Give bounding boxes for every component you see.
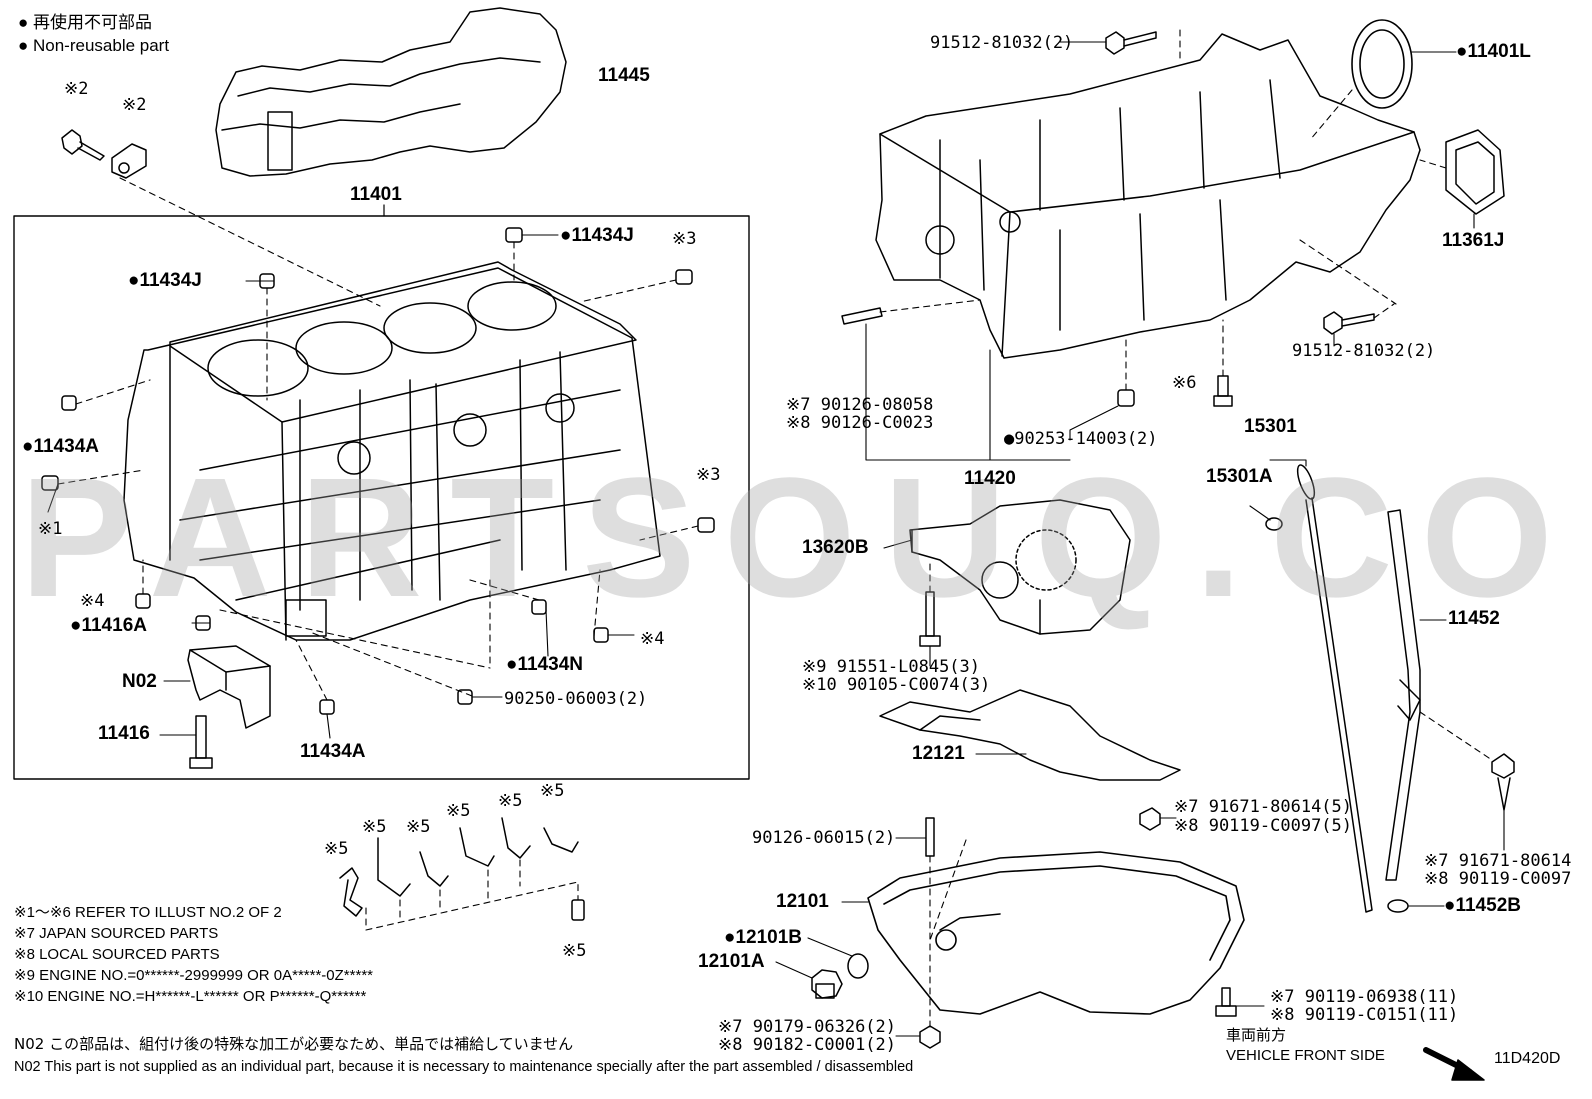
label-90119-06938[interactable]: ※7 90119-06938(11) [1270, 987, 1459, 1007]
label-91671-80614-5[interactable]: ※7 91671-80614(5) [1174, 797, 1353, 817]
note-line-4: ※9 ENGINE NO.=0******-2999999 OR 0A*****… [14, 967, 373, 984]
note-line-1: ※1～※6 REFER TO ILLUST NO.2 OF 2 [14, 904, 282, 921]
cylinder-block-insulator-11445 [215, 7, 567, 177]
label-90126-C0023[interactable]: ※8 90126-C0023 [786, 413, 934, 433]
label-90250-06003[interactable]: 90250-06003(2) [504, 689, 648, 709]
dowel-90253 [1117, 389, 1135, 407]
drain-plug-12101A [811, 969, 843, 999]
crankshaft-oil-seal-11401L [1351, 19, 1413, 109]
cylinder-block-group-box [13, 215, 750, 780]
label-90179-06326[interactable]: ※7 90179-06326(2) [718, 1017, 897, 1037]
bolt-ref6 [1213, 375, 1233, 407]
label-ref5-2: ※5 [362, 817, 387, 837]
o-ring-15301A [1265, 517, 1283, 531]
bolt-ref2 [61, 129, 105, 161]
label-ref2-spacer: ※2 [122, 95, 147, 115]
label-91551-L0845[interactable]: ※9 91551-L0845(3) [802, 657, 981, 677]
label-ref6: ※6 [1172, 373, 1197, 393]
o-ring-11452B [1387, 899, 1409, 913]
label-90253-14003[interactable]: ●90253-14003(2) [1004, 429, 1158, 449]
label-91512-81032-bottom[interactable]: 91512-81032(2) [1292, 341, 1436, 361]
label-ref5-7: ※5 [562, 941, 587, 961]
label-11434J-top[interactable]: ●11434J [560, 225, 634, 246]
label-11445[interactable]: 11445 [598, 65, 650, 86]
label-N02[interactable]: N02 [122, 671, 157, 692]
label-11434A-upper[interactable]: ●11434A [22, 436, 99, 457]
label-ref2-bolt: ※2 [64, 79, 89, 99]
stud-bolt-90126 [841, 307, 883, 325]
oil-pan-baffle-12121 [879, 689, 1181, 781]
label-13620B[interactable]: 13620B [802, 537, 869, 558]
note-N02-jp: N02 この部品は、組付け後の特殊な加工が必要なため、単品では補給していません [14, 1035, 574, 1053]
label-11416[interactable]: 11416 [98, 723, 150, 744]
gasket-11361J [1445, 129, 1505, 215]
label-11401[interactable]: 11401 [350, 184, 402, 205]
label-11420[interactable]: 11420 [964, 468, 1016, 489]
nut-90179 [919, 1025, 941, 1049]
label-90126-08058[interactable]: ※7 90126-08058 [786, 395, 934, 415]
oil-pump-bolt-91551 [919, 591, 941, 647]
vehicle-front-arrow-icon [1423, 1047, 1485, 1081]
label-11452B[interactable]: ●11452B [1444, 895, 1521, 916]
label-ref5-5: ※5 [498, 791, 523, 811]
spacer-ref2 [111, 143, 147, 179]
label-ref5-4: ※5 [446, 801, 471, 821]
oil-pan-12101 [867, 851, 1245, 1015]
pan-bolts-91512 [1105, 31, 1375, 335]
label-12101[interactable]: 12101 [776, 891, 829, 912]
bolt-91671-right [1491, 753, 1515, 811]
label-12101B[interactable]: ●12101B [724, 927, 803, 948]
drain-plug-gasket-12101B [847, 953, 869, 979]
note-line-3: ※8 LOCAL SOURCED PARTS [14, 946, 220, 963]
oil-level-gauge-15301 [1296, 464, 1373, 913]
bolt-91671-mid [1139, 807, 1161, 831]
label-ref5-1: ※5 [324, 839, 349, 859]
pan-bolt-90119 [1215, 987, 1237, 1017]
label-11434J-left[interactable]: ●11434J [128, 270, 202, 291]
label-11416A[interactable]: ●11416A [70, 615, 147, 636]
label-90119-C0097[interactable]: ※8 90119-C0097 [1424, 869, 1572, 889]
label-90126-06015[interactable]: 90126-06015(2) [752, 828, 896, 848]
label-90119-C0151[interactable]: ※8 90119-C0151(11) [1270, 1005, 1459, 1025]
legend-non-reusable-en: ● Non-reusable part [18, 36, 170, 55]
note-line-2: ※7 JAPAN SOURCED PARTS [14, 925, 219, 942]
label-ref4-right: ※4 [640, 629, 665, 649]
label-vehicle-front-jp: 車両前方 [1226, 1026, 1287, 1044]
label-15301A[interactable]: 15301A [1206, 466, 1273, 487]
label-90105-C0074[interactable]: ※10 90105-C0074(3) [802, 675, 991, 695]
label-12121[interactable]: 12121 [912, 743, 965, 764]
label-ref3-top: ※3 [672, 229, 697, 249]
label-15301[interactable]: 15301 [1244, 416, 1297, 437]
label-91671-80614[interactable]: ※7 91671-80614 [1424, 851, 1572, 871]
label-91512-81032-top[interactable]: 91512-81032(2) [930, 33, 1074, 53]
diagram-id: 11D420D [1494, 1050, 1561, 1067]
oil-level-gauge-guide-11452 [1385, 509, 1421, 881]
label-11434A-lower[interactable]: 11434A [300, 741, 366, 762]
label-12101A[interactable]: 12101A [698, 951, 765, 972]
label-vehicle-front-en: VEHICLE FRONT SIDE [1226, 1047, 1385, 1064]
label-11452[interactable]: 11452 [1448, 608, 1500, 629]
label-11434N[interactable]: ●11434N [506, 654, 583, 675]
label-11361J[interactable]: 11361J [1442, 230, 1505, 251]
bearing-cap-N02 [187, 645, 271, 729]
note-N02-en: N02 This part is not supplied as an indi… [14, 1059, 914, 1075]
oil-pump-13620B [909, 499, 1131, 635]
label-ref1: ※1 [38, 519, 63, 539]
label-90119-C0097-5[interactable]: ※8 90119-C0097(5) [1174, 816, 1353, 836]
watermark: PARTSOUQ.COM [20, 443, 1592, 633]
label-ref5-3: ※5 [406, 817, 431, 837]
legend-non-reusable-jp: ● 再使用不可部品 [18, 13, 152, 32]
label-ref5-6: ※5 [540, 781, 565, 801]
note-line-5: ※10 ENGINE NO.=H******-L****** OR P*****… [14, 988, 367, 1005]
label-90182-C0001[interactable]: ※8 90182-C0001(2) [718, 1035, 897, 1055]
bearing-cap-bolt-11416 [189, 715, 213, 769]
label-ref3-mid: ※3 [696, 465, 721, 485]
label-ref4-left: ※4 [80, 591, 105, 611]
label-11401L[interactable]: ●11401L [1456, 41, 1531, 62]
stud-90126-06015 [925, 817, 935, 857]
oil-pan-upper-11420 [875, 33, 1421, 359]
